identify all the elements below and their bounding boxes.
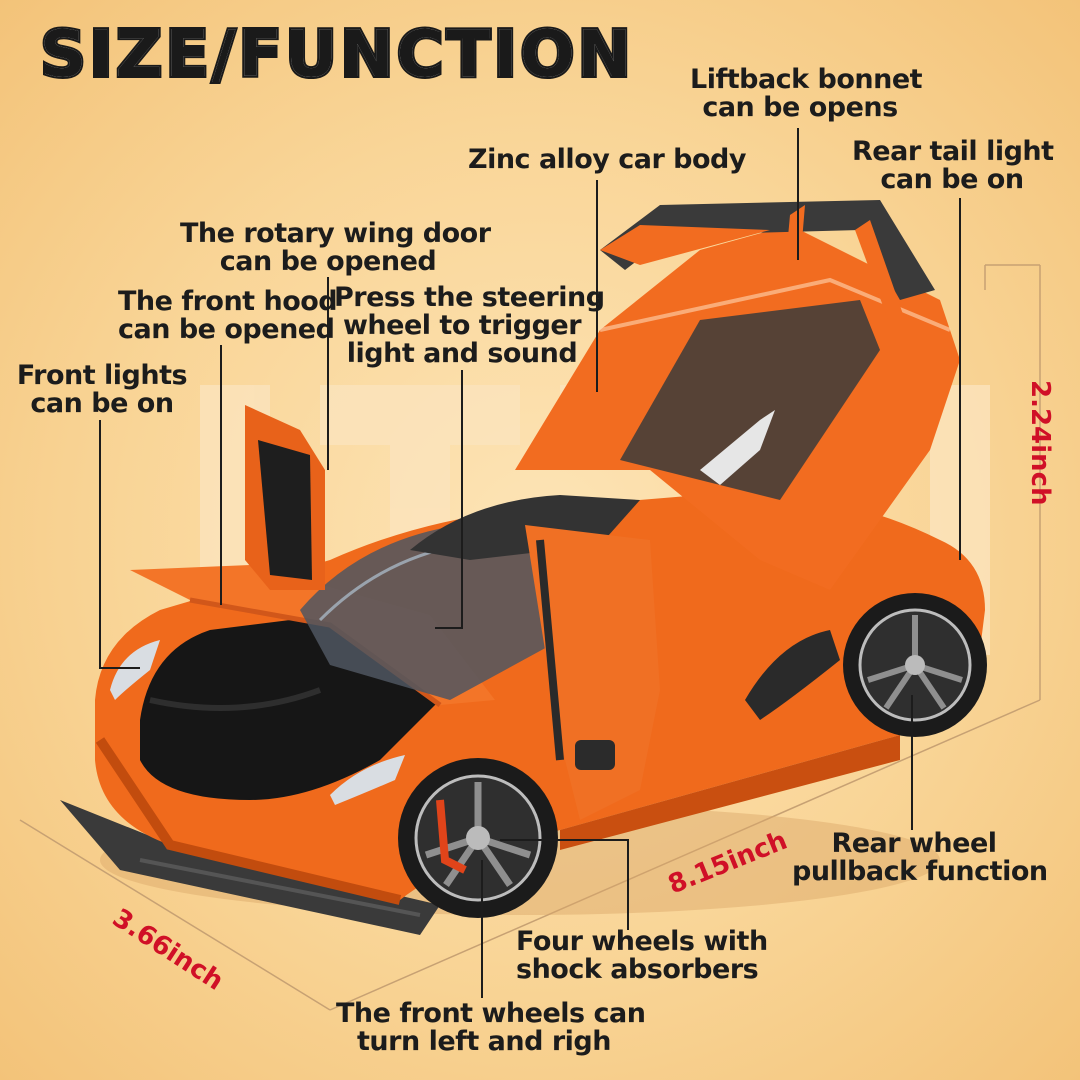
callout-line: can be opened: [219, 246, 437, 277]
front-headlight-2: [330, 755, 405, 805]
callout-front-wheels: The front wheels can turn left and righ: [336, 998, 646, 1057]
rear-wing: [600, 200, 935, 300]
callout-rear-wheel: Rear wheel pullback function: [792, 828, 1048, 887]
right-door: [525, 525, 660, 820]
callout-rotary-door: The rotary wing door can be opened: [180, 218, 491, 277]
callout-line: can be on: [30, 388, 174, 419]
callout-leaders: [99, 128, 961, 998]
callout-front-hood: The front hood can be opened: [118, 286, 338, 345]
rear-wheel: [843, 593, 987, 737]
page-title: SIZE/FUNCTION: [38, 16, 635, 94]
callout-rear-tail-light: Rear tail light can be on: [852, 136, 1054, 195]
windshield: [300, 525, 560, 700]
front-headlight: [110, 640, 160, 700]
callout-front-lights: Front lights can be on: [14, 362, 190, 418]
callout-line: turn left and righ: [357, 1026, 611, 1057]
callout-line: Liftback bonnet: [690, 64, 923, 95]
callout-line: Four wheels with: [516, 926, 768, 957]
dimension-lines: [19, 264, 1041, 1011]
side-intake: [745, 630, 840, 720]
callout-line: shock absorbers: [516, 954, 759, 985]
dimension-height: 2.24inch: [1025, 380, 1055, 506]
front-wheel: [398, 758, 558, 918]
callout-line: Rear wheel: [831, 828, 997, 859]
callout-four-wheels: Four wheels with shock absorbers: [516, 926, 768, 985]
callout-line: can be opens: [702, 92, 898, 123]
callout-line: can be opened: [118, 314, 335, 345]
callout-line: wheel to trigger: [342, 310, 582, 341]
callout-line: The front hood: [118, 286, 338, 317]
callout-line: pullback function: [792, 856, 1048, 887]
callout-liftback-bonnet: Liftback bonnet can be opens: [690, 64, 923, 123]
callout-line: The rotary wing door: [180, 218, 491, 249]
callout-line: can be on: [880, 164, 1024, 195]
callout-line: Rear tail light: [852, 136, 1054, 167]
callout-line: The front wheels can: [336, 998, 646, 1029]
callout-line: Zinc alloy car body: [468, 144, 746, 175]
callout-line: Press the steering: [334, 282, 605, 313]
callout-steering-wheel: Press the steering wheel to trigger ligh…: [334, 282, 605, 369]
callout-zinc-body: Zinc alloy car body: [468, 144, 746, 175]
callout-line: light and sound: [346, 338, 578, 369]
callout-line: Front lights: [16, 360, 188, 391]
